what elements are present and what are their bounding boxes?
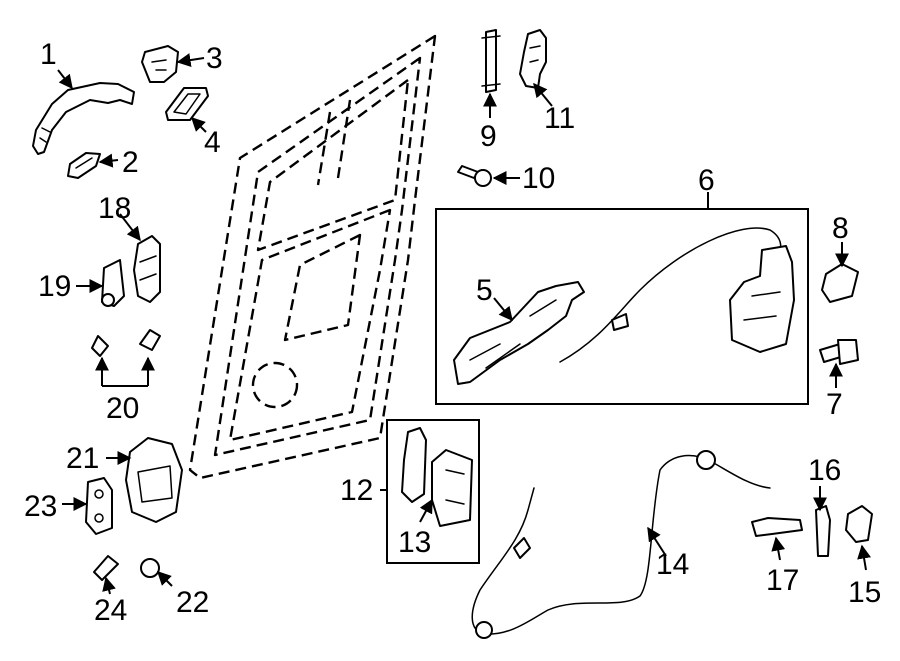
callout-22: 22: [176, 586, 209, 619]
release-cable-part: [471, 450, 771, 639]
door-striker-part: [125, 437, 183, 523]
callout-numbers: 1 2 3 4 5 6 7 8 9 10 11 12 13 14 15 16 1…: [24, 38, 881, 627]
outside-handle-part: [32, 82, 135, 155]
callout-9: 9: [480, 120, 497, 153]
callout-17: 17: [766, 564, 799, 597]
callout-8: 8: [832, 212, 849, 245]
callout-15: 15: [848, 576, 881, 609]
leader-arrows: [57, 53, 871, 595]
callout-10: 10: [522, 162, 555, 195]
striker-screw-part: [93, 555, 160, 581]
callout-20: 20: [106, 392, 139, 425]
bolt-part: [457, 165, 492, 187]
callout-13: 13: [398, 526, 431, 559]
callout-12: 12: [340, 474, 373, 507]
callout-19: 19: [38, 270, 71, 303]
callout-24: 24: [94, 594, 127, 627]
handle-cover-part: [141, 45, 179, 83]
lock-cover-part: [821, 263, 859, 303]
trim-bracket-part: [481, 29, 501, 93]
callout-6: 6: [698, 164, 715, 197]
lock-assembly-box: [435, 208, 809, 405]
callout-21: 21: [66, 442, 99, 475]
rod-clip-part: [133, 235, 161, 303]
lock-plate-part: [519, 29, 547, 89]
callout-18: 18: [98, 192, 131, 225]
lock-bumper-part: [819, 339, 859, 365]
door-check-parts: [751, 505, 873, 557]
callout-2: 2: [122, 146, 139, 179]
callout-16: 16: [808, 454, 841, 487]
callout-5: 5: [476, 274, 493, 307]
callout-4: 4: [204, 126, 221, 159]
gasket-part: [165, 87, 209, 121]
callout-1: 1: [40, 38, 57, 71]
striker-shim-part: [85, 477, 113, 535]
lock-cylinder-part: [101, 259, 125, 307]
callout-11: 11: [544, 102, 575, 135]
callout-14: 14: [656, 548, 689, 581]
callout-3: 3: [206, 42, 223, 75]
door-outline: [188, 34, 437, 480]
callout-23: 23: [24, 490, 57, 523]
screws-part: [91, 329, 161, 357]
handle-pad-part: [67, 152, 101, 179]
callout-7: 7: [826, 388, 843, 421]
